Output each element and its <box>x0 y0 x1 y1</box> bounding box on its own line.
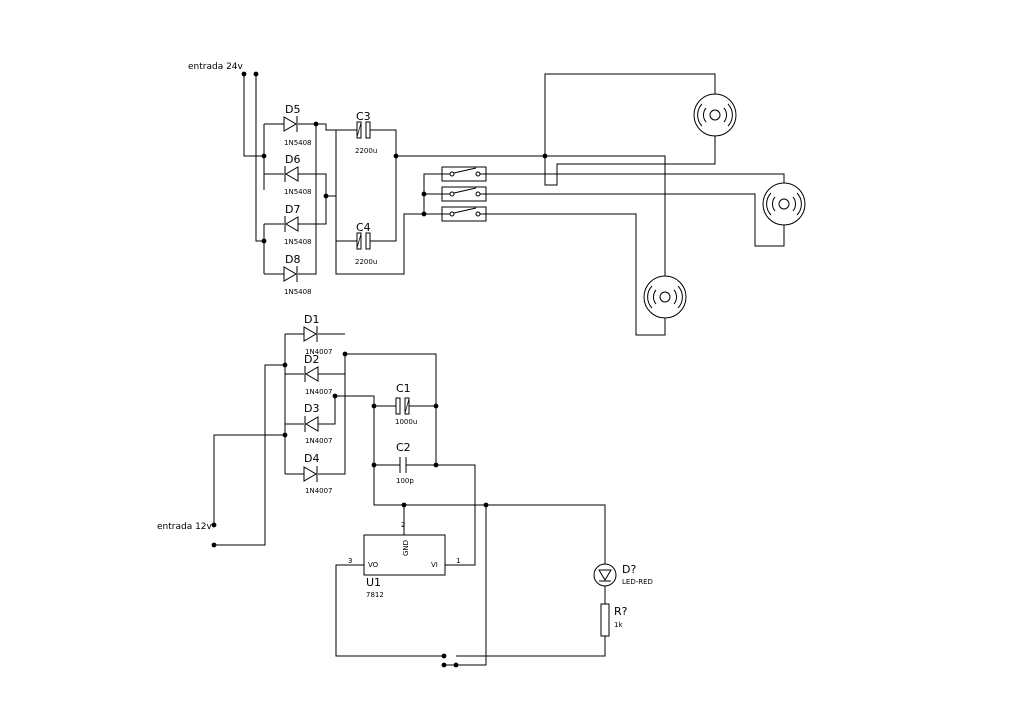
diode-d7-part: 1N5408 <box>284 238 312 246</box>
capacitor-c4: C4 2200u <box>336 156 397 266</box>
led-part: LED-RED <box>622 578 653 586</box>
diode-d3-part: 1N4007 <box>305 437 333 445</box>
diode-d8: D8 1N5408 <box>283 253 312 296</box>
u1-pin1: 1 <box>456 557 460 565</box>
bridge-rectifier-24v <box>261 121 442 275</box>
diode-d6-ref: D6 <box>285 153 300 166</box>
input-12v-label: entrada 12v <box>157 522 213 532</box>
u1-part: 7812 <box>366 591 384 599</box>
u1-pin2: 2 <box>401 521 405 529</box>
motor-2 <box>762 182 806 226</box>
switch-1 <box>441 166 487 182</box>
capacitor-c4-value: 2200u <box>355 258 377 266</box>
diode-d5-ref: D5 <box>285 103 300 116</box>
led-ref: D? <box>622 563 636 576</box>
diode-d1-ref: D1 <box>304 313 319 326</box>
diode-d5: D5 1N5408 <box>283 103 312 147</box>
diode-d1-part: 1N4007 <box>305 348 333 356</box>
u1-gnd-label: GND <box>402 540 410 556</box>
diode-d5-part: 1N5408 <box>284 139 312 147</box>
diode-d7-ref: D7 <box>285 203 300 216</box>
diode-d8-part: 1N5408 <box>284 288 312 296</box>
motor-wiring <box>393 73 785 336</box>
diode-d4-ref: D4 <box>304 452 319 465</box>
motor-3 <box>643 275 687 319</box>
capacitor-c3-value: 2200u <box>355 147 377 155</box>
u1-ref: U1 <box>366 576 381 589</box>
capacitor-c3: C3 2200u <box>352 110 397 156</box>
diode-d2: D2 1N4007 <box>304 353 333 396</box>
motor-1 <box>693 93 737 137</box>
u1-vo-label: VO <box>368 561 379 569</box>
u1-pin3: 3 <box>348 557 352 565</box>
diode-d2-part: 1N4007 <box>305 388 333 396</box>
capacitor-c3-ref: C3 <box>356 110 371 123</box>
input-24v-terminals: entrada 24v <box>188 62 264 242</box>
capacitor-c1-value: 1000u <box>395 418 417 426</box>
capacitor-c2-ref: C2 <box>396 441 411 454</box>
resistor-ref: R? <box>614 605 628 618</box>
diode-d2-ref: D2 <box>304 353 319 366</box>
capacitor-c1-ref: C1 <box>396 382 411 395</box>
resistor-value: 1k <box>614 621 623 629</box>
diode-d6: D6 1N5408 <box>284 153 312 196</box>
regulator-u1: 2 3 1 GND VO VI U1 7812 <box>335 465 606 668</box>
diode-d6-part: 1N5408 <box>284 188 312 196</box>
switch-3 <box>441 206 487 222</box>
diode-d3: D3 1N4007 <box>304 402 333 445</box>
capacitor-c1: C1 1000u <box>395 382 436 426</box>
capacitor-c4-ref: C4 <box>356 221 371 234</box>
resistor: R? 1k <box>600 603 628 637</box>
switch-2 <box>441 186 487 202</box>
diode-d4: D4 1N4007 <box>303 452 333 495</box>
diode-d7: D7 1N5408 <box>284 203 312 246</box>
capacitor-c2-value: 100p <box>396 477 414 485</box>
bridge-rectifier-12v <box>282 333 437 475</box>
diode-d8-ref: D8 <box>285 253 300 266</box>
input-24v-label: entrada 24v <box>188 62 244 72</box>
diode-d1: D1 1N4007 <box>303 313 333 356</box>
diode-d3-ref: D3 <box>304 402 319 415</box>
diode-d4-part: 1N4007 <box>305 487 333 495</box>
led-indicator: D? LED-RED <box>593 563 653 604</box>
u1-vi-label: VI <box>431 561 438 569</box>
input-12v-terminals: entrada 12v <box>157 364 285 548</box>
